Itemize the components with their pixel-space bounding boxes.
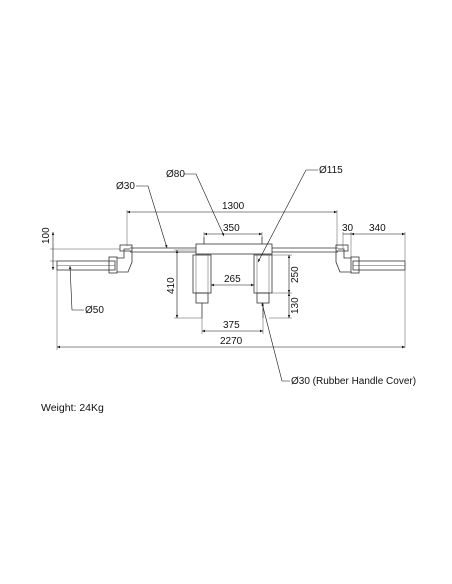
- label-dia-30-rubber: Ø30 (Rubber Handle Cover): [291, 376, 416, 387]
- label-350: 350: [223, 223, 240, 234]
- label-340: 340: [369, 223, 386, 234]
- label-dia-115: Ø115: [319, 165, 343, 176]
- label-130: 130: [290, 297, 301, 314]
- label-100: 100: [41, 227, 52, 244]
- right-handle-cover: [253, 254, 273, 294]
- bar-body: [56, 237, 406, 318]
- leader-lines: [68, 169, 318, 382]
- weight-label: Weight: 24Kg: [41, 402, 104, 414]
- label-dia-80: Ø80: [166, 169, 185, 180]
- label-dia-50: Ø50: [85, 305, 104, 316]
- label-250: 250: [290, 266, 301, 283]
- left-handle-cover: [192, 254, 212, 294]
- label-30: 30: [342, 223, 354, 234]
- leader-dia-80: [184, 173, 225, 237]
- right-collar: [350, 256, 360, 274]
- leader-dia-115: [257, 169, 318, 263]
- dimension-labels: Ø30 Ø80 Ø115 1300 350 30 340 100 410 265…: [41, 165, 416, 387]
- left-collar: [108, 256, 118, 274]
- label-1300: 1300: [222, 201, 245, 212]
- leader-dia-30-rubber: [261, 302, 290, 382]
- label-dia-30-top: Ø30: [116, 181, 135, 192]
- center-frame: [195, 243, 273, 255]
- dimensions: [50, 210, 406, 350]
- leader-dia-30-top: [136, 185, 168, 249]
- label-375: 375: [223, 320, 240, 331]
- label-410: 410: [166, 277, 177, 294]
- leader-dia-50: [68, 265, 84, 311]
- label-2270: 2270: [220, 336, 243, 347]
- label-265: 265: [224, 274, 241, 285]
